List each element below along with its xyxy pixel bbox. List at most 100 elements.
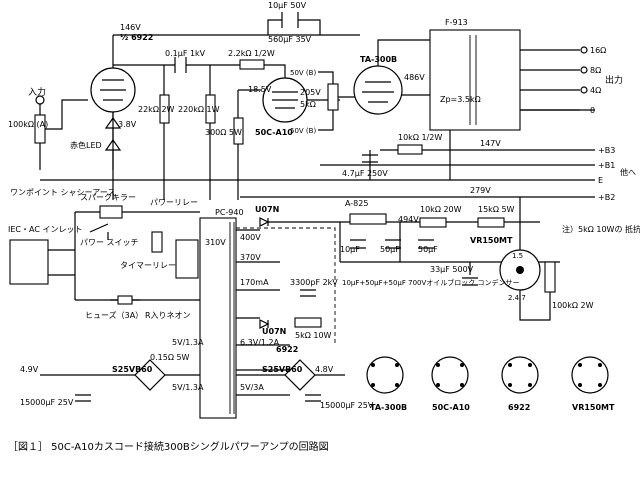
label-6922: ½ 6922 xyxy=(120,32,153,42)
label-zp: Zp=3.5kΩ xyxy=(440,95,481,104)
resistor-100k-2w xyxy=(544,261,556,293)
pinout-50c-a10 xyxy=(431,356,469,394)
tube-elements xyxy=(362,81,394,103)
label-inlet: IEC・AC インレット xyxy=(8,225,82,234)
label-f913: F-913 xyxy=(445,18,468,27)
power-transformer xyxy=(199,217,237,419)
label-v50b: 50V (B) xyxy=(290,127,316,135)
wire xyxy=(340,221,401,262)
output-lines xyxy=(520,49,580,111)
power-switch[interactable] xyxy=(89,223,109,240)
label-input: 入力 xyxy=(28,86,46,98)
label-r015: 0.15Ω 5W xyxy=(150,353,190,362)
label-neon: R入りネオン xyxy=(145,311,191,320)
label-v247: 2.4.7 xyxy=(508,294,526,302)
capacitor-4.7uf xyxy=(362,154,378,163)
label-ta300b: TA-300B xyxy=(360,55,397,64)
label-r5k: 5kΩ xyxy=(300,100,316,109)
label-red-led: 赤色LED xyxy=(70,140,102,150)
label-ma170: 170mA xyxy=(240,278,269,287)
fuse xyxy=(117,295,133,305)
capacitor-10uf xyxy=(281,12,299,28)
output-8-terminal[interactable] xyxy=(580,66,588,74)
label-r22k: 22kΩ 2W xyxy=(138,105,175,114)
power-relay xyxy=(175,239,199,279)
label-others: 他へ xyxy=(620,167,636,177)
label-v38: 3.8V xyxy=(118,120,137,129)
label-pc940: PC-940 xyxy=(215,208,244,217)
label-power-relay: パワーリレー xyxy=(150,198,198,207)
label-u07n-2: U07N xyxy=(262,327,286,336)
label-o0: 0 xyxy=(590,106,595,115)
label-a825: A-825 xyxy=(345,199,368,208)
label-r300: 300Ω 5W xyxy=(205,128,242,137)
tube-vr150mt-cathode xyxy=(516,266,524,274)
resistor-10k-20w xyxy=(419,217,447,228)
label-146v: 146V xyxy=(120,23,141,32)
pinout-ta-300b xyxy=(366,356,404,394)
label-r5k10: 5kΩ 10W xyxy=(295,331,332,340)
label-c50u2: 50μF xyxy=(418,245,438,254)
bridge-s25vb60-1 xyxy=(134,359,166,391)
capacitor-15000uf-1 xyxy=(75,394,91,402)
label-v49: 4.9V xyxy=(20,365,39,374)
label-pin-6922: 6922 xyxy=(508,403,530,412)
label-h5a: 5V/1.3A xyxy=(172,338,204,347)
spark-killer xyxy=(99,205,123,219)
wire xyxy=(267,19,321,35)
wire xyxy=(48,249,75,276)
label-timer-relay: タイマーリレー xyxy=(120,261,176,270)
output-transformer xyxy=(429,29,521,131)
label-o8: 8Ω xyxy=(590,66,601,75)
output-16-terminal[interactable] xyxy=(580,46,588,54)
label-c3300: 3300pF 2kV xyxy=(290,278,338,287)
label-pin-vr150mt: VR150MT xyxy=(572,403,615,412)
diode-u07n-2 xyxy=(259,319,270,329)
wire xyxy=(318,71,334,131)
label-pin-50ca10: 50C-A10 xyxy=(432,403,470,412)
label-o4: 4Ω xyxy=(590,86,601,95)
label-fuse: ヒューズ（3A） xyxy=(85,310,143,320)
output-4-terminal[interactable] xyxy=(580,86,588,94)
wire xyxy=(377,39,430,66)
label-v205: 205V xyxy=(300,88,321,97)
secondary-wires xyxy=(236,229,280,319)
label-c10u: 10μF xyxy=(340,245,360,254)
label-vr150mt: VR150MT xyxy=(470,236,513,245)
bias-pot-5k[interactable] xyxy=(327,83,339,111)
label-h63: 6.3V/1.2A xyxy=(240,338,280,347)
label-c33: 33μF 500V xyxy=(430,265,474,274)
label-rail-e: E xyxy=(598,176,603,185)
label-v15: 1.5 xyxy=(512,252,523,260)
label-chassis-earth: ワンポイント シャシーアース xyxy=(10,188,115,197)
resistor-15k xyxy=(477,217,505,228)
label-r10k20: 10kΩ 20W xyxy=(420,205,462,214)
diode-u07n xyxy=(259,217,270,227)
label-c560: 560μF 35V xyxy=(268,35,312,44)
label-v48: 4.8V xyxy=(315,365,334,374)
label-v147: 147V xyxy=(480,139,501,148)
shield-dashes xyxy=(236,227,336,345)
label-block-cap: 10μF+50μF+50μF 700Vオイルブロック コンデンサー xyxy=(342,278,520,287)
capacitor-33uf xyxy=(462,277,478,286)
label-rail-b2: +B2 xyxy=(598,193,615,202)
label-c15000b: 15000μF 25V xyxy=(320,401,374,410)
label-bridge2: S25VB60 xyxy=(262,365,303,374)
label-r10k: 10kΩ 1/2W xyxy=(398,133,442,142)
label-v486: 486V xyxy=(404,73,425,82)
label-c10u50: 10μF 50V xyxy=(268,1,307,10)
label-c01: 0.1μF 1kV xyxy=(165,49,206,58)
capacitor-3300pf xyxy=(300,289,316,297)
label-v50: 50V (B) xyxy=(290,69,316,77)
tube-elements xyxy=(100,79,126,101)
iec-inlet[interactable] xyxy=(9,239,49,285)
label-rail-b3: +B3 xyxy=(598,146,615,155)
label-o16: 16Ω xyxy=(590,46,606,55)
label-r100k: 100kΩ (A) xyxy=(8,120,48,129)
caption: ［図１］ 50C-A10カスコード接続300Bシングルパワーアンプの回路図 xyxy=(8,440,329,453)
label-v400: 400V xyxy=(240,233,261,242)
label-output: 出力 xyxy=(605,74,623,86)
capacitor-0.1uf xyxy=(174,57,187,73)
